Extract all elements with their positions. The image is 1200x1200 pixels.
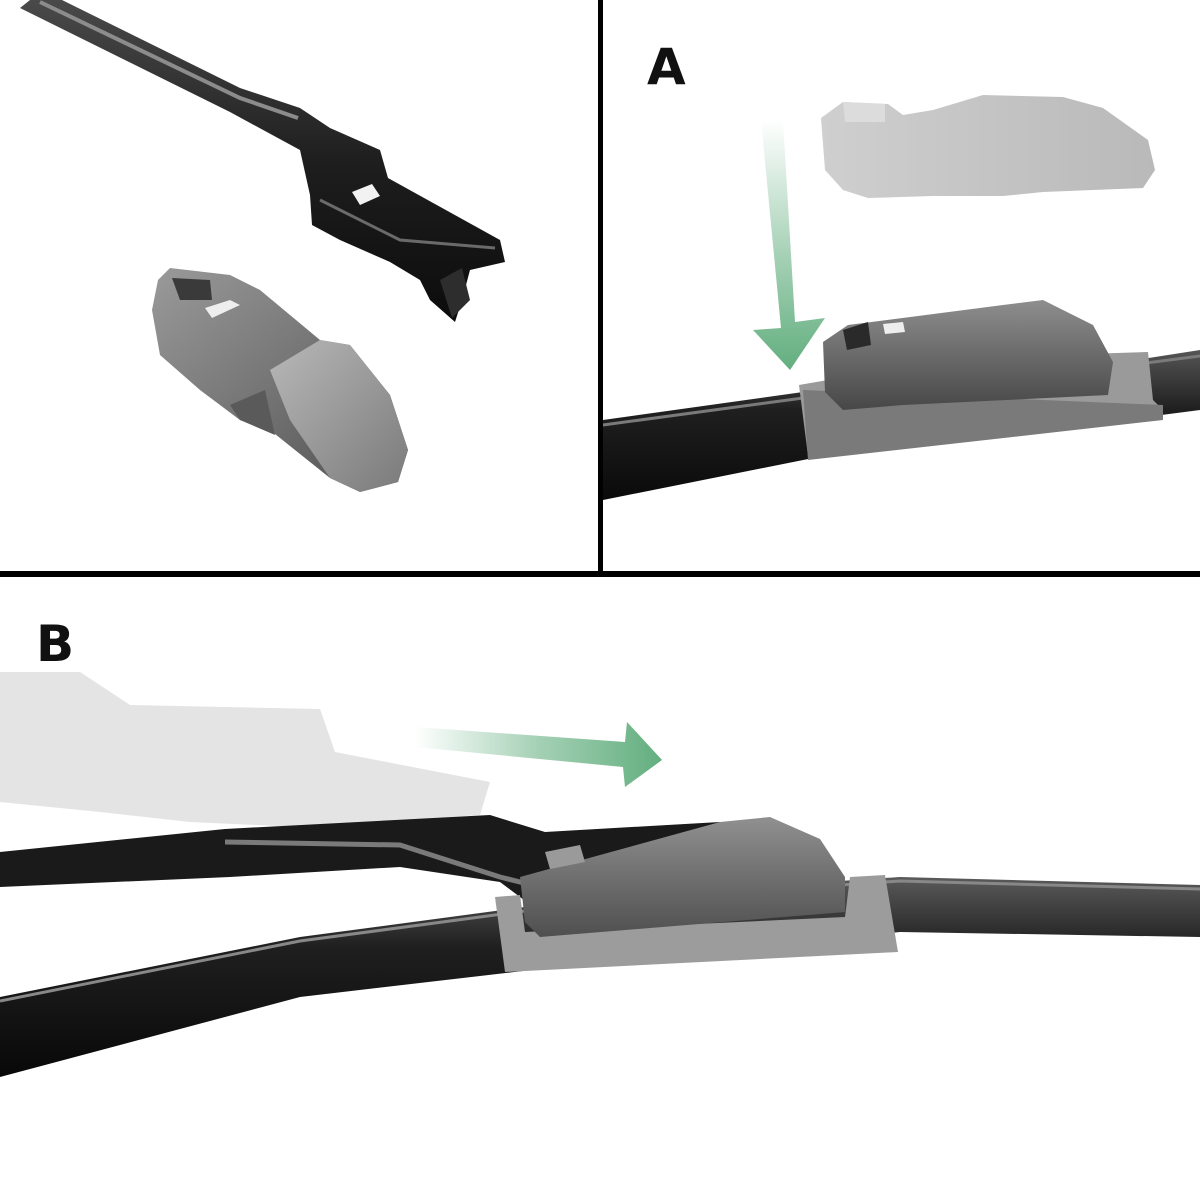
down-arrow-icon bbox=[753, 120, 825, 370]
blade-adapter-installed bbox=[823, 300, 1113, 410]
wiper-arm-hook bbox=[20, 0, 505, 322]
panel-step-a: A bbox=[603, 0, 1200, 571]
panel-step-b: B bbox=[0, 577, 1200, 1200]
step-label-b: B bbox=[36, 615, 75, 673]
panel-divider-horizontal bbox=[0, 571, 1200, 577]
blade-adapter-installed bbox=[520, 817, 845, 937]
step-label-a: A bbox=[647, 38, 686, 96]
blade-mount bbox=[495, 875, 898, 972]
adapter-ghost-position bbox=[821, 95, 1155, 198]
panel-divider-vertical bbox=[598, 0, 603, 574]
arm-ghost-position bbox=[0, 672, 490, 827]
right-arrow-icon bbox=[415, 722, 662, 787]
panel-arm-and-adapter bbox=[0, 0, 598, 571]
blade-adapter bbox=[152, 268, 408, 492]
